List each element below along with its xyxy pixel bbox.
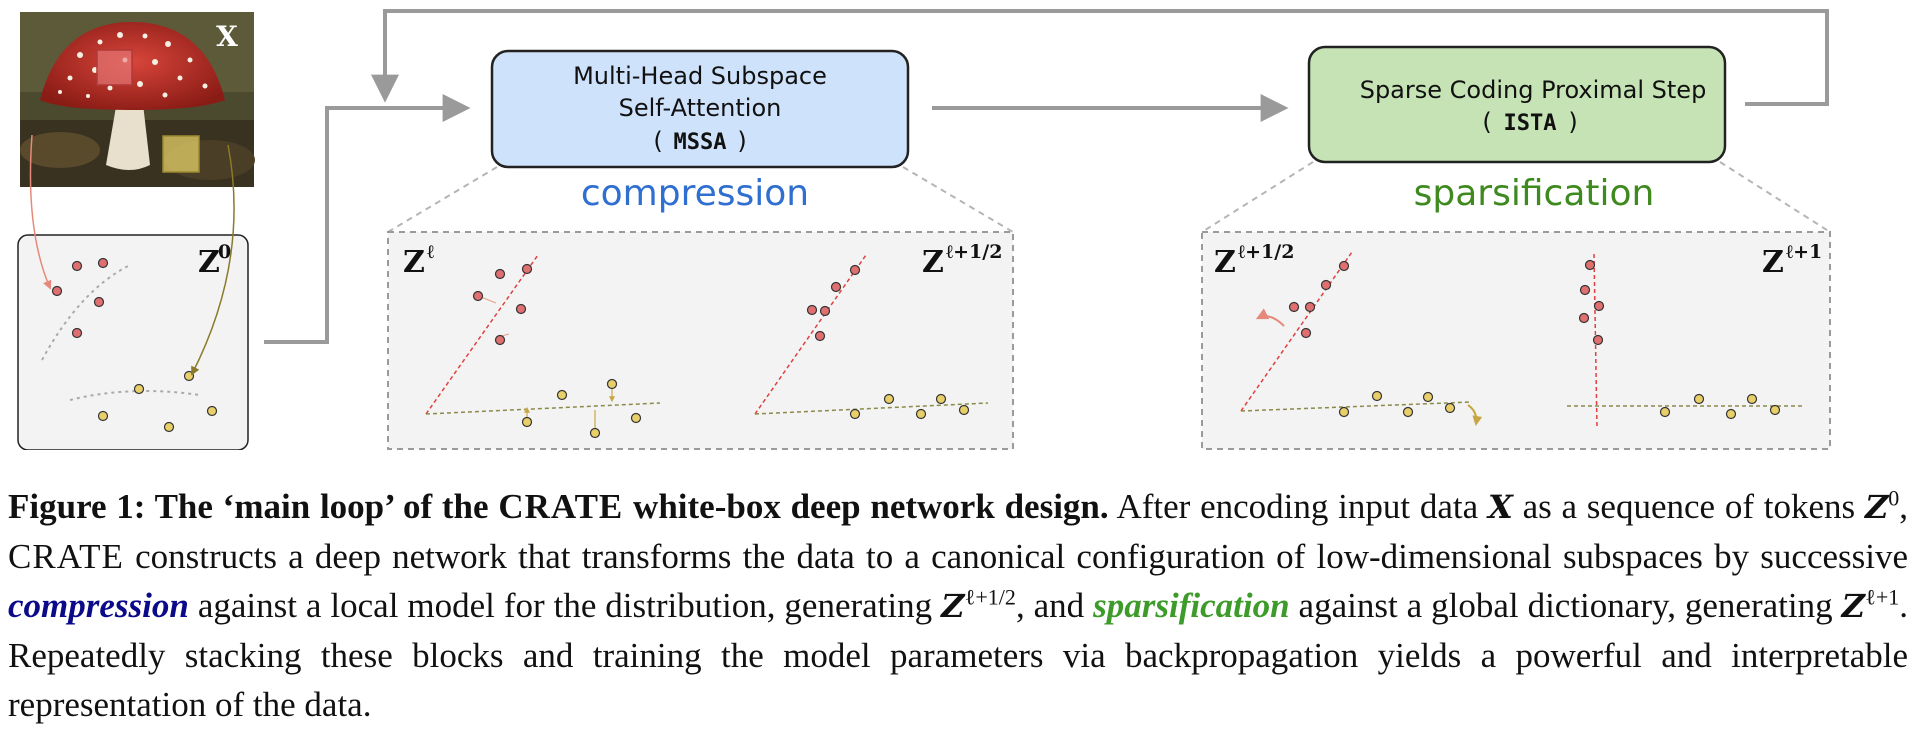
sparse-left-sup: ℓ+1/2	[1238, 241, 1294, 263]
compress-right-sup: ℓ+1/2	[946, 241, 1002, 263]
mssa-box	[490, 49, 910, 169]
caption-sparsification: sparsification	[1093, 586, 1290, 625]
compress-left-sup: ℓ	[427, 241, 434, 263]
loop-back-arrow	[371, 9, 1829, 106]
compress-right-var: Z	[922, 245, 944, 280]
svg-text:): )	[737, 127, 746, 155]
mssa-line2: Self-Attention	[619, 94, 782, 122]
sparse-zoom-right	[1719, 161, 1831, 233]
mssa-block: Multi-Head Subspace Self-Attention ( MSS…	[490, 49, 910, 169]
compress-zoom-right	[902, 166, 1014, 233]
svg-text:(: (	[1482, 108, 1491, 136]
red-tokens	[51, 257, 109, 339]
yellow-patch-arrow	[191, 144, 235, 376]
compression-label: compression	[581, 173, 809, 214]
input-label: X	[216, 20, 238, 53]
ista-box	[1307, 45, 1727, 164]
sparsification-panel: Z ℓ+1/2 Z ℓ+1	[1201, 231, 1831, 450]
sparse-left-var: Z	[1214, 245, 1236, 280]
sparsification-label: sparsification	[1414, 173, 1655, 214]
token-var: Z	[198, 245, 220, 280]
svg-text:(: (	[653, 127, 662, 155]
caption-compression: compression	[8, 586, 189, 625]
sparse-right-var: Z	[1762, 245, 1784, 280]
yellow-tokens	[97, 370, 218, 433]
red-token-manifold	[41, 264, 131, 361]
yellow-token-manifold	[69, 390, 201, 401]
compress-zoom-left	[387, 166, 498, 233]
yellow-patch	[162, 135, 200, 173]
crate-main-loop-diagram: X Z 0 Multi-Head Subspace Self-Attention…	[17, 9, 1831, 450]
sparse-zoom-left	[1201, 161, 1314, 233]
mssa-code: MSSA	[674, 130, 727, 155]
ista-block: Sparse Coding Proximal Step ( ISTA )	[1307, 45, 1727, 164]
red-patch-arrow	[29, 134, 52, 290]
ista-line1: Sparse Coding Proximal Step	[1360, 76, 1707, 104]
input-flow-arrow	[264, 94, 471, 344]
ista-code: ISTA	[1504, 111, 1557, 136]
sparse-right-sup: ℓ+1	[1786, 241, 1822, 263]
red-patch	[96, 49, 133, 86]
compression-panel: Z ℓ Z ℓ+1/2	[387, 231, 1014, 450]
figure-caption: Figure 1: The ‘main loop’ of the CRATE w…	[8, 485, 1909, 724]
compress-left-var: Z	[403, 245, 425, 280]
mssa-line1: Multi-Head Subspace	[573, 62, 827, 90]
input-image: X	[20, 12, 255, 187]
token-box: Z 0	[17, 234, 249, 450]
caption-title: Figure 1: The ‘main loop’ of the CRATE w…	[8, 487, 1109, 526]
token-sup: 0	[218, 241, 231, 263]
mushroom-stem	[106, 95, 150, 170]
svg-text:): )	[1568, 108, 1577, 136]
